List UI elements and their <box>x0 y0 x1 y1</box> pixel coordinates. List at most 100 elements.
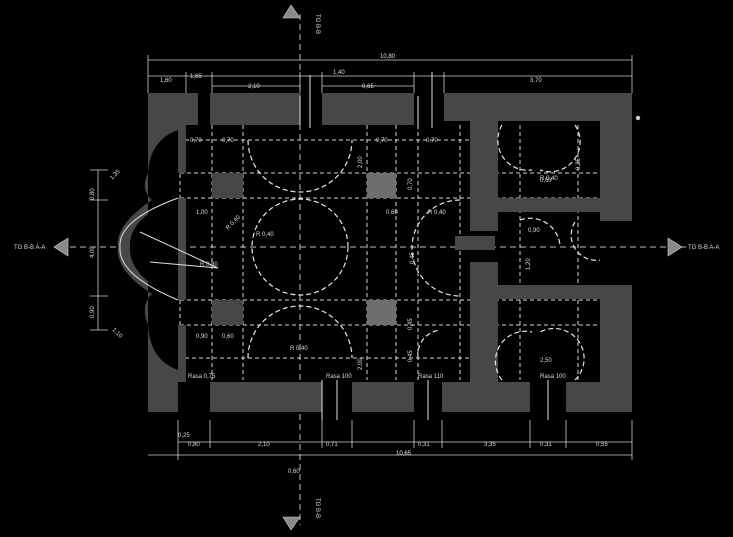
bottom-dim-8: 0,55 <box>596 442 608 448</box>
top-dimensions: 10,80 1,60 1,65 2,10 1,40 0,65 3,70 <box>147 54 633 93</box>
apse-wall-top <box>178 125 186 173</box>
int-dim-l: 0,90 <box>196 334 208 340</box>
bottom-dimensions: 0,25 0,80 2,10 0,71 0,31 3,35 0,31 0,55 … <box>148 420 633 475</box>
int-dim-s: 2,50 <box>540 358 552 364</box>
pier-bottom-left <box>212 300 243 325</box>
radius-label-2: R 0,40 <box>256 232 274 238</box>
walls <box>148 93 632 412</box>
radius-label-3: R 0,80 <box>200 262 218 268</box>
top-dim-4: 1,40 <box>333 70 345 76</box>
bottom-dim-4: 0,71 <box>326 442 338 448</box>
int-dim-n: 0,60 <box>222 334 234 340</box>
left-dim-b: 0,80 <box>90 188 96 200</box>
opening-marks <box>299 72 641 420</box>
vault-arcs <box>139 124 601 381</box>
wall-bottom-right <box>566 382 632 412</box>
apse-wall-center <box>178 198 186 300</box>
top-dim-2: 1,65 <box>190 74 202 80</box>
radius-label-5: R 0,40 <box>428 210 446 216</box>
room-label-4: Rasa 100 <box>540 374 566 380</box>
apse-wall-bottom <box>178 325 186 382</box>
wall-top-2 <box>322 93 414 125</box>
left-dim-d: 0,90 <box>90 306 96 318</box>
section-marker-top <box>282 4 301 19</box>
partition-upper <box>470 121 498 231</box>
pier-top-left <box>212 173 243 198</box>
bottom-dim-3: 2,10 <box>258 442 270 448</box>
pier-top-right <box>367 173 396 198</box>
corner-point-marker <box>635 115 641 121</box>
vault-arc-ne-2 <box>539 124 581 173</box>
apse-niche-top <box>159 130 178 198</box>
bottom-dim-6: 3,35 <box>484 442 496 448</box>
int-dim-q: 1,20 <box>526 258 532 270</box>
top-dim-5: 0,65 <box>362 84 374 90</box>
small-room-wall-top <box>498 198 600 212</box>
section-marker-left <box>53 237 69 257</box>
wall-bottom-2 <box>352 382 414 412</box>
int-dim-g: 1,00 <box>196 210 208 216</box>
small-room-wall-bottom <box>498 285 600 299</box>
door-swing-east <box>570 221 601 261</box>
wall-top-1 <box>210 93 300 125</box>
structural-grid <box>178 125 600 380</box>
section-label-right: TG B-B A-A <box>688 245 719 251</box>
int-dim-h: 0,60 <box>386 210 398 216</box>
int-dim-k: 0,45 <box>408 350 414 362</box>
vault-arc-se-1 <box>494 330 533 381</box>
bottom-dim-2: 0,80 <box>188 442 200 448</box>
radius-label-4: R 0,40 <box>290 346 308 352</box>
pier-bottom-right <box>367 300 396 325</box>
central-dome <box>251 198 349 296</box>
section-marker-right <box>667 237 683 257</box>
int-dim-i: 0,45 <box>410 252 416 264</box>
section-label-top: TG B-B <box>314 14 320 34</box>
int-dim-o: 0,25 <box>576 158 582 170</box>
apse-niche-center <box>129 198 178 300</box>
bottom-dim-7: 0,31 <box>540 442 552 448</box>
vault-arc-south <box>247 305 353 359</box>
section-markers: TG B-B TG B-B TG B-B A-A TG B-B A-A <box>14 4 719 531</box>
bottom-dim-5: 0,31 <box>418 442 430 448</box>
top-dim-overall: 10,80 <box>380 54 396 60</box>
vault-arc-ne-1 <box>497 124 533 171</box>
vault-arc-east <box>411 199 461 297</box>
wall-bottom-1 <box>210 382 322 412</box>
bottom-dim-center: 0,60 <box>288 469 300 475</box>
interior-dimensions: 0,70 0,70 0,70 0,70 2,00 0,70 1,00 0,60 … <box>190 138 582 370</box>
radius-label-1: R 0,40 <box>225 214 242 231</box>
int-dim-d: 0,70 <box>426 138 438 144</box>
wall-right-upper <box>600 93 632 221</box>
vault-arc-north <box>247 139 353 193</box>
top-dim-6: 3,70 <box>530 78 542 84</box>
left-dim-a: 1,35 <box>109 168 122 181</box>
partition-lower <box>470 262 498 387</box>
int-dim-r: 0,90 <box>528 228 540 234</box>
apse-niche-bottom <box>159 300 178 370</box>
room-label-1: Rasa 0,75 <box>188 374 216 380</box>
bottom-dim-overall: 10,65 <box>396 451 412 457</box>
section-marker-bottom <box>282 516 301 531</box>
room-labels: Rasa 0,75 Rasa 100 Rasa 110 Rasa 100 <box>188 374 566 380</box>
int-dim-b: 0,70 <box>222 138 234 144</box>
int-dim-a: 0,70 <box>190 138 202 144</box>
int-dim-j: 0,45 <box>408 318 414 330</box>
int-dim-p: 0,60 <box>540 178 552 184</box>
top-dim-3: 2,10 <box>248 84 260 90</box>
vault-arc-se-2 <box>539 327 585 381</box>
section-label-bottom: TG B-B <box>314 498 320 518</box>
section-label-left: TG B-B A-A <box>14 245 45 251</box>
top-dim-1: 1,60 <box>160 78 172 84</box>
int-dim-c: 0,70 <box>376 138 388 144</box>
int-dim-e: 2,00 <box>358 156 364 168</box>
left-dim-e: 1,10 <box>111 327 124 340</box>
left-dim-c: 4,00 <box>90 246 96 258</box>
partition-door-jamb <box>455 236 495 250</box>
int-dim-m: 2,00 <box>358 358 364 370</box>
radius-label-6: R 0,40 <box>540 176 558 182</box>
bottom-dim-1: 0,25 <box>178 433 190 439</box>
int-dim-f: 0,70 <box>408 178 414 190</box>
room-label-2: Rasa 100 <box>326 374 352 380</box>
apse <box>117 93 179 412</box>
